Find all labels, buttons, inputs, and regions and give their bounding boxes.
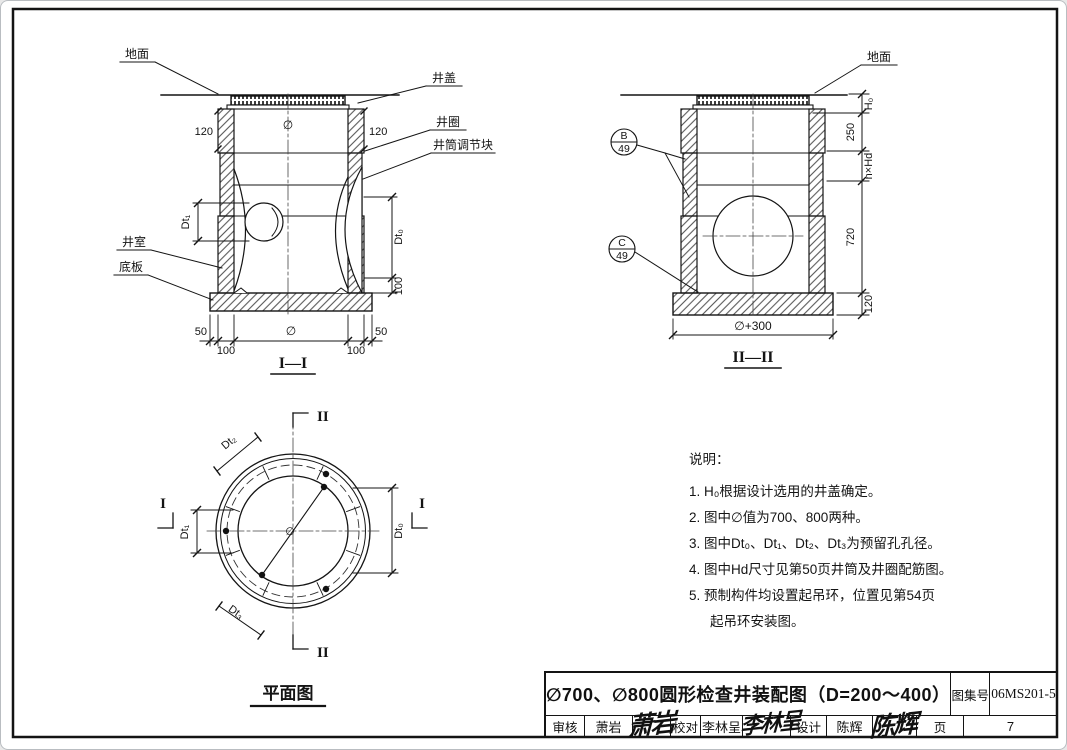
cover-label: 井盖 (432, 71, 456, 85)
drawing-title: ∅700、∅800圆形检查井装配图（D=200～400） (546, 685, 951, 705)
ground-label: 地面 (867, 50, 891, 64)
section-2-title: II—II (733, 349, 774, 366)
checker-label: 校对 (670, 716, 700, 737)
mark-i-right: I (419, 496, 425, 512)
plan-dim-dt2: Dt₂ (219, 433, 238, 452)
radial-ticks (225, 466, 361, 596)
dim-dia-plus-300: ∅+300 (734, 319, 772, 333)
well-walls (217, 108, 365, 294)
plan-dim-dt3: Dt₃ (226, 603, 246, 622)
dim-120: 120 (863, 295, 875, 313)
mark-ii-top: II (317, 409, 329, 425)
well-walls (680, 108, 826, 294)
notes-block: 说明： 1. H₀根据设计选用的井盖确定。 2. 图中∅值为700、800两种。… (689, 447, 979, 635)
section-1-1-view: 地面 ∅ 120 (113, 47, 496, 375)
lifting-ring-dots (222, 470, 330, 593)
checker-name: 李林呈 (700, 716, 742, 737)
dim-100-bottom-right: 100 (347, 345, 365, 357)
page-number: 7 (963, 716, 1057, 737)
section-mark-lines (157, 412, 428, 650)
detail-ref-c49: C 49 (608, 235, 699, 293)
plan-title: 平面图 (263, 684, 314, 703)
dim-nxhd: n×Hd (863, 153, 875, 180)
plan-dim-dt1: Dt₁ (179, 524, 191, 539)
mark-i-left: I (160, 496, 166, 512)
ref-c-page: 49 (616, 250, 628, 262)
dim-100-right: 100 (393, 277, 405, 295)
checker-signature-cell (742, 716, 790, 737)
note-item-3: 3. 图中Dt₀、Dt₁、Dt₂、Dt₃为预留孔孔径。 (689, 536, 941, 551)
ref-b-page: 49 (618, 143, 630, 155)
reviewer-signature: 萧岩 (627, 708, 675, 742)
dim-dt1: Dt₁ (180, 214, 192, 229)
checker-signature: 李林呈 (739, 707, 801, 740)
dim-720: 720 (845, 228, 857, 246)
reviewer-name: 萧岩 (584, 716, 632, 737)
dim-100-bottom-left: 100 (217, 345, 235, 357)
section-1-title: I—I (279, 355, 307, 372)
dt0-opening (344, 166, 363, 294)
ref-c-letter: C (618, 237, 626, 249)
note-item-4: 4. 图中Hd尺寸见第50页井筒及井圈配筋图。 (689, 562, 953, 577)
dim-120-left: 120 (195, 126, 213, 138)
note-item-2: 2. 图中∅值为700、800两种。 (689, 510, 869, 525)
designer-signature: 陈辉 (869, 709, 917, 743)
detail-ref-b49: B 49 (610, 128, 690, 198)
dim-50-right: 50 (375, 326, 387, 338)
right-dim-ticks (857, 89, 867, 320)
section-2-2-view: 地面 B 49 (608, 50, 898, 369)
base-slab (209, 292, 373, 312)
designer-label: 设计 (790, 716, 826, 737)
center-symbol: ∅ (285, 526, 295, 538)
dim-dia-bottom: ∅ (286, 324, 296, 338)
atlas-number-label: 图集号 (950, 673, 989, 715)
ring-label: 井圈 (436, 115, 460, 129)
atlas-number-value: 06MS201-5 (989, 673, 1057, 715)
designer-name: 陈辉 (826, 716, 872, 737)
dt1-hole (244, 202, 284, 242)
note-item-5: 5. 预制构件均设置起吊环，位置见第54页 (689, 588, 936, 603)
plan-view: ∅ II II I I Dt₁ Dt₀ Dt₂ D (157, 409, 428, 708)
dim-dt0: Dt₀ (393, 229, 405, 245)
reviewer-signature-cell (632, 716, 670, 737)
base-plate-label: 底板 (119, 259, 143, 274)
ref-b-letter: B (620, 130, 627, 142)
lifting-ring-diagonal (261, 486, 325, 576)
notes-heading: 说明： (689, 452, 730, 467)
dia-symbol: ∅ (283, 118, 293, 132)
note-item-5-continuation: 起吊环安装图。 (710, 614, 805, 629)
reviewer-label: 审核 (552, 720, 578, 735)
bottom-dim-ticks (205, 336, 377, 346)
plan-dim-dt0: Dt₀ (393, 523, 405, 539)
page-border (11, 7, 1059, 739)
designer-signature-cell (872, 716, 916, 737)
dim-250: 250 (845, 123, 857, 141)
dim-h0: H₀ (863, 98, 875, 111)
dim-50-left: 50 (195, 326, 207, 338)
dim-120-right: 120 (369, 126, 387, 138)
ground-label: 地面 (125, 47, 149, 61)
mark-ii-bottom: II (317, 645, 329, 661)
page-label: 页 (916, 716, 963, 737)
chamber-label: 井室 (122, 234, 146, 249)
adjuster-label: 井筒调节块 (433, 137, 493, 152)
note-item-1: 1. H₀根据设计选用的井盖确定。 (689, 484, 882, 499)
title-block: ∅700、∅800圆形检查井装配图（D=200～400） 图集号 06MS201… (544, 671, 1057, 743)
